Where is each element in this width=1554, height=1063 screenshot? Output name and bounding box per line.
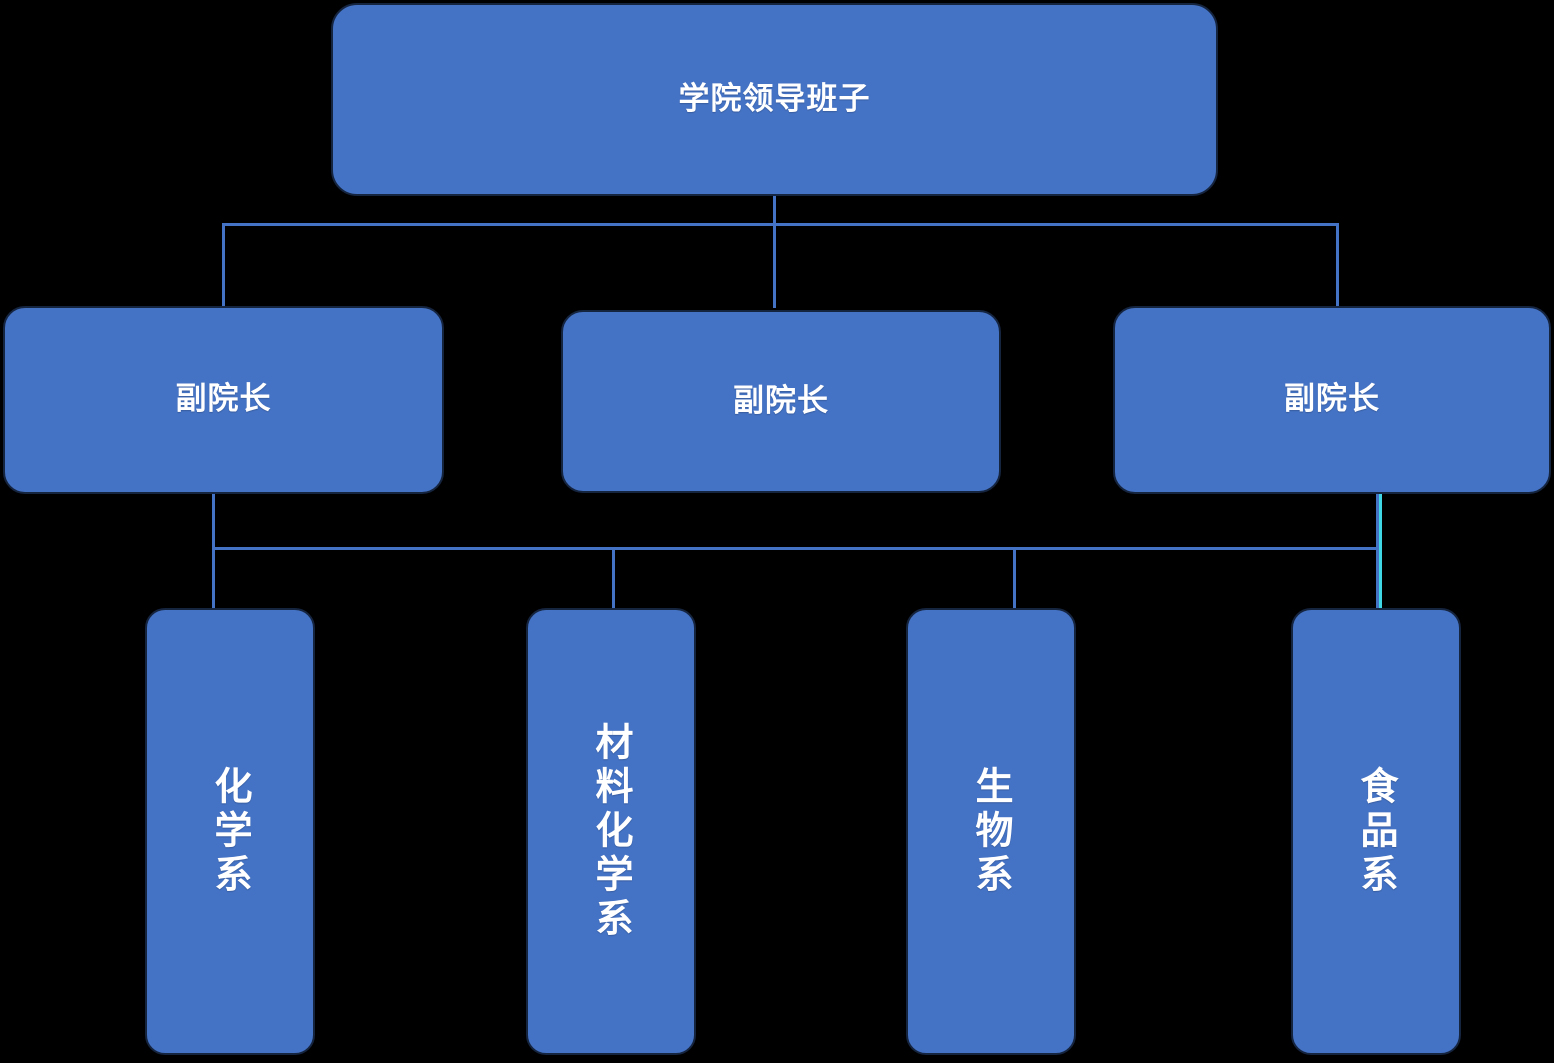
connector-vicedean1-drop: [212, 494, 215, 550]
connector-to-vicedean-2: [773, 223, 776, 308]
connector-to-dept-materials: [612, 547, 615, 609]
node-vice-dean-3[interactable]: 副院长: [1113, 306, 1551, 494]
node-college-leadership[interactable]: 学院领导班子: [331, 3, 1218, 196]
node-label: 材料化学系: [589, 721, 633, 942]
connector-vicedean3-highlight: [1379, 494, 1382, 610]
node-vice-dean-1[interactable]: 副院长: [3, 306, 444, 494]
node-dept-chemistry[interactable]: 化学系: [145, 608, 315, 1055]
node-vice-dean-2[interactable]: 副院长: [561, 310, 1001, 493]
connector-to-vicedean-1: [222, 223, 225, 308]
node-label: 学院领导班子: [678, 80, 871, 117]
connector-level2-bus: [222, 223, 1338, 226]
connector-to-dept-chemistry: [212, 547, 215, 609]
node-label: 副院长: [733, 382, 829, 419]
connector-vicedean3-to-dept-food: [1376, 494, 1379, 610]
connector-root-drop: [773, 196, 776, 226]
node-label: 副院长: [175, 381, 272, 418]
node-dept-food[interactable]: 食品系: [1291, 608, 1461, 1055]
node-dept-biology[interactable]: 生物系: [906, 608, 1076, 1055]
connector-to-dept-biology: [1013, 547, 1016, 609]
node-label: 副院长: [1284, 381, 1380, 418]
node-label: 化学系: [208, 765, 252, 898]
node-label: 生物系: [969, 765, 1013, 898]
node-dept-materials-chemistry[interactable]: 材料化学系: [526, 608, 696, 1055]
connector-level3-bus: [212, 547, 1379, 550]
connector-to-vicedean-3: [1336, 223, 1339, 308]
node-label: 食品系: [1354, 765, 1398, 898]
